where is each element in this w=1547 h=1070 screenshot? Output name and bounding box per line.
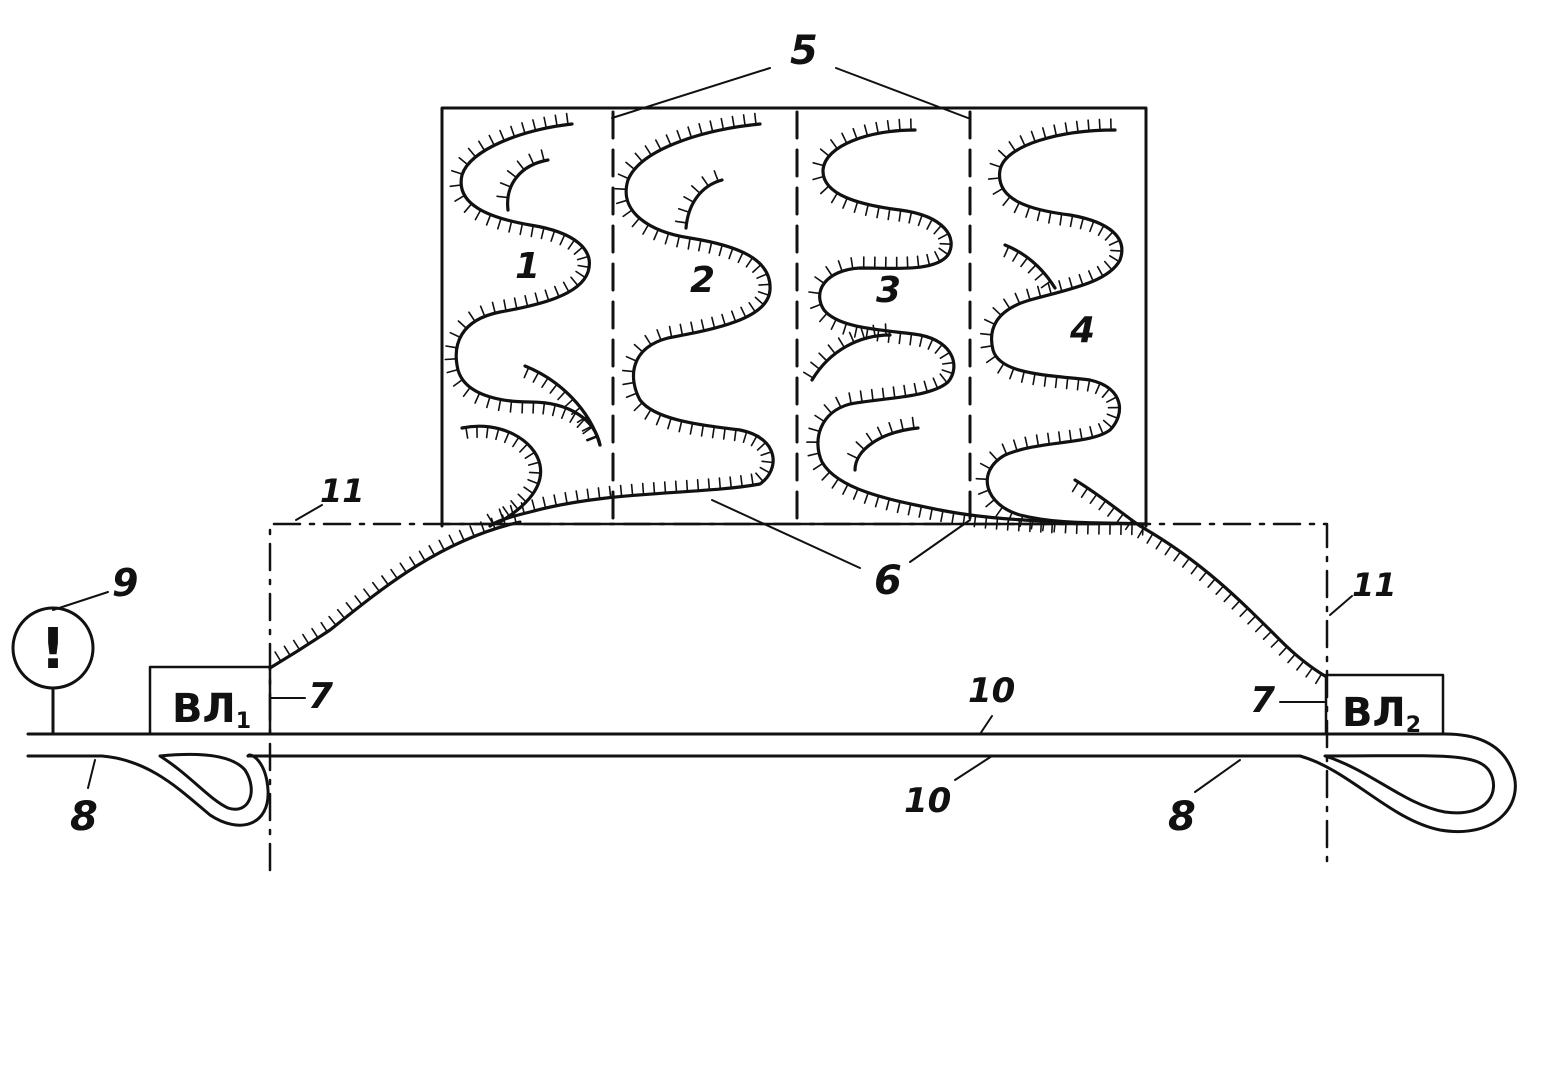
- winding-curve: [816, 128, 1062, 524]
- panel-dividers: [611, 110, 972, 524]
- label-panel-3: 3: [876, 270, 901, 311]
- label-loop-left: 8: [70, 794, 98, 840]
- curve-hatching: [1003, 245, 1052, 289]
- warning-sign: !: [11, 606, 95, 736]
- winding-curve: [1003, 243, 1057, 290]
- label-join-left: 7: [308, 676, 333, 717]
- curve-hatching: [274, 511, 517, 663]
- winding-curve: [985, 128, 1148, 526]
- winding-curve: [1138, 524, 1327, 678]
- curve-hatching: [847, 416, 915, 460]
- loop-right: [1298, 732, 1517, 833]
- label-divider: 5: [790, 28, 818, 74]
- curve-hatching: [523, 366, 598, 441]
- curve-hatching: [1137, 527, 1323, 685]
- svg-text:ВЛ2: ВЛ2: [1342, 690, 1421, 738]
- winding-curve: [684, 178, 724, 230]
- curve-hatching: [803, 323, 887, 379]
- winding-curve: [488, 122, 775, 528]
- main-field: [440, 106, 1148, 528]
- label-line-bottom: 10: [904, 781, 951, 821]
- curve-hatching: [486, 112, 774, 525]
- winding-curve: [506, 158, 550, 212]
- label-gathering-line: 6: [874, 558, 902, 604]
- number-labels: 1 2 3 4 5 6 7 7 8 8 9 10 10 11 11: [70, 28, 1397, 840]
- label-join-right: 7: [1250, 680, 1275, 721]
- label-boundary-left: 11: [320, 472, 365, 510]
- svg-text:ВЛ1: ВЛ1: [172, 686, 251, 734]
- winding-curve: [460, 424, 543, 524]
- curve-hatching: [444, 112, 599, 442]
- winding-curve: [1073, 478, 1142, 528]
- warning-symbol: !: [40, 617, 66, 682]
- curve-hatching: [975, 118, 1144, 536]
- winding-curve: [810, 333, 892, 382]
- label-loop-right: 8: [1168, 794, 1196, 840]
- curve-hatching: [674, 170, 719, 224]
- curve-hatching: [496, 149, 545, 199]
- label-panel-1: 1: [515, 246, 540, 287]
- label-panel-4: 4: [1069, 310, 1095, 351]
- winding-curves: [268, 112, 1327, 685]
- leader-lines: [52, 67, 1353, 793]
- loop-left: [100, 752, 270, 827]
- winding-curve: [454, 122, 602, 447]
- curve-hatching: [806, 118, 1054, 534]
- curve-hatching: [1071, 481, 1133, 531]
- winding-curve: [523, 364, 602, 447]
- winding-curve: [268, 520, 522, 670]
- label-line-top: 10: [968, 671, 1015, 711]
- label-panel-2: 2: [690, 260, 715, 301]
- box-vl2: ВЛ2: [1324, 673, 1445, 738]
- curve-hatching: [465, 425, 542, 517]
- box-vl1: ВЛ1: [148, 665, 272, 736]
- label-warning: 9: [112, 561, 138, 605]
- base-lines: [26, 732, 1447, 758]
- label-boundary-right: 11: [1352, 566, 1397, 604]
